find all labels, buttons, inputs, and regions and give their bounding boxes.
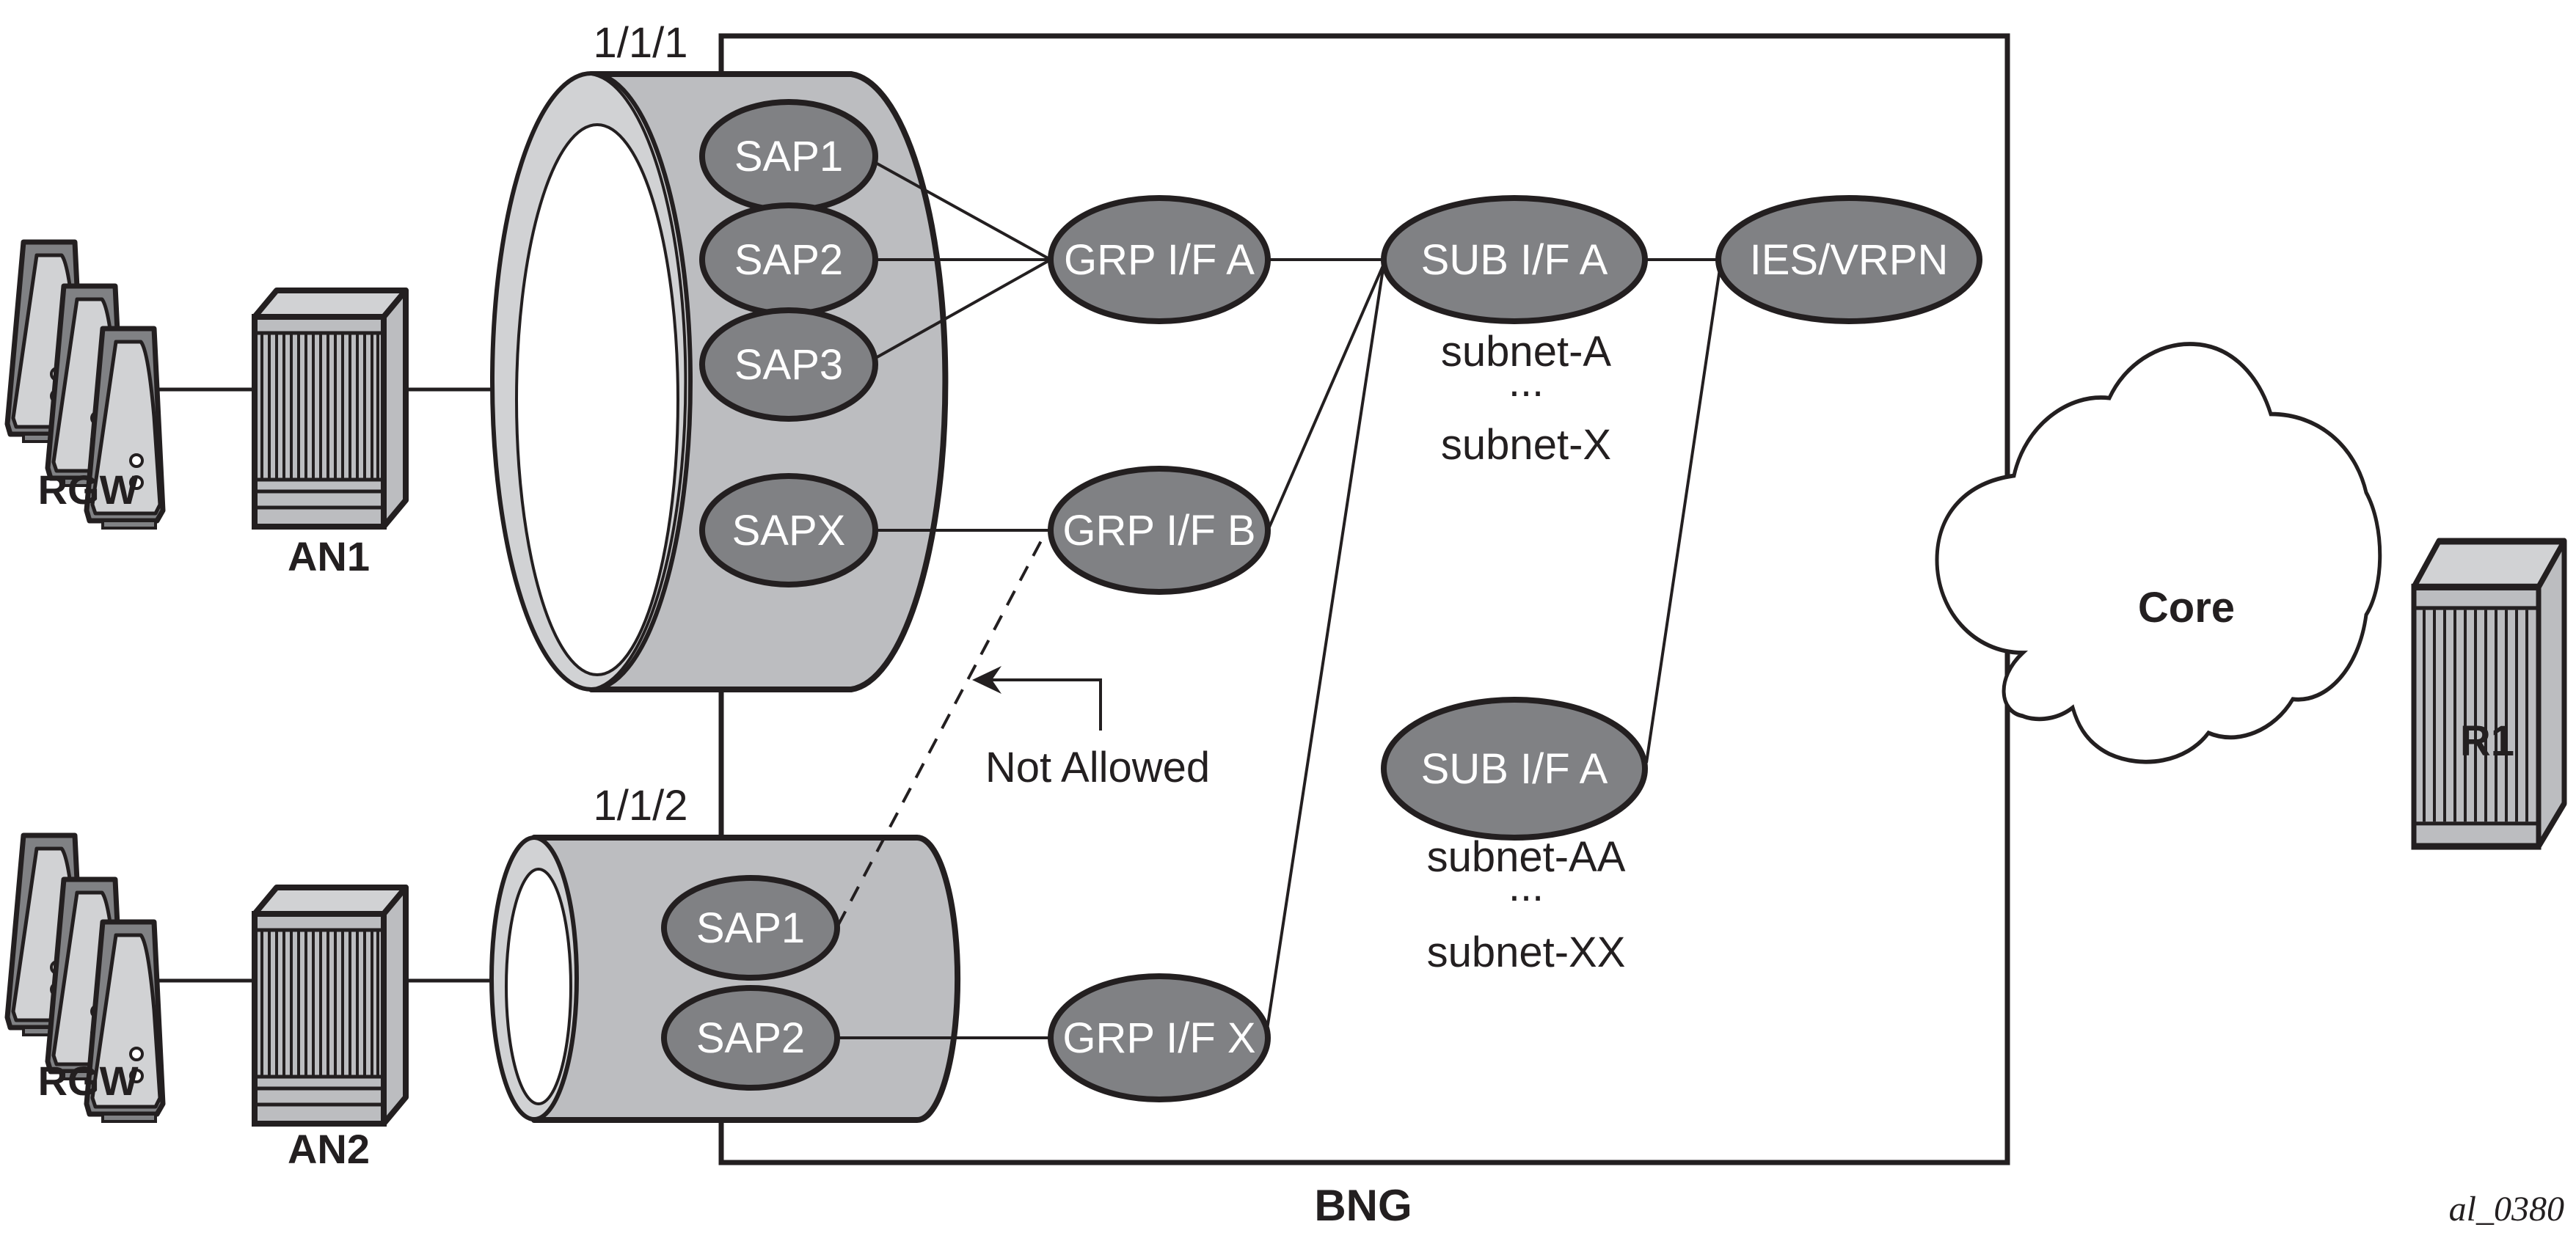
- sap-node-p2-sap1[interactable]: SAP1: [661, 875, 840, 981]
- an2-label: AN2: [288, 1126, 370, 1172]
- group-interface-b[interactable]: GRP I/F B: [1048, 466, 1271, 595]
- sap-node-p1-sap1[interactable]: SAP1: [699, 99, 878, 213]
- subnet-label: subnet-XX: [1427, 929, 1626, 976]
- subscriber-interface-2[interactable]: SUB I/F A: [1381, 697, 1648, 841]
- subscriber-interface-label: SUB I/F A: [1421, 745, 1608, 793]
- port-label-1-1-1: 1/1/1: [594, 19, 688, 67]
- conn-subaa-ies: [1645, 263, 1722, 764]
- subnet-label: subnet-AA: [1427, 833, 1626, 881]
- group-interface-a[interactable]: GRP I/F A: [1048, 195, 1271, 324]
- service-ies-vrpn[interactable]: IES/VRPN: [1715, 195, 1982, 324]
- conn-sap1-grpa: [872, 160, 1051, 261]
- conn-grpb-suba: [1265, 263, 1385, 535]
- not-allowed-callout: [972, 666, 1102, 731]
- subscriber-interface-1[interactable]: SUB I/F A: [1381, 195, 1648, 324]
- an1-label: AN1: [288, 533, 370, 579]
- group-interface-label: GRP I/F A: [1064, 236, 1255, 284]
- subnet-ellipsis: ...: [1508, 863, 1544, 910]
- bng-label: BNG: [1314, 1181, 1412, 1230]
- sap-label: SAP1: [696, 904, 805, 952]
- service-label: IES/VRPN: [1750, 236, 1949, 284]
- group-interface-x[interactable]: GRP I/F X: [1048, 973, 1271, 1102]
- not-allowed-label: Not Allowed: [985, 744, 1210, 791]
- sap-node-p2-sap2[interactable]: SAP2: [661, 985, 840, 1091]
- subscriber-interface-label: SUB I/F A: [1421, 236, 1608, 284]
- access-node-icon-an2: [255, 887, 406, 1124]
- conn-grpx-suba: [1265, 263, 1385, 1035]
- r1-label: R1: [2460, 717, 2514, 765]
- router-icon-r1: [2411, 538, 2567, 850]
- core-cloud-icon: [1935, 342, 2382, 764]
- sap-node-p1-sapx[interactable]: SAPX: [699, 473, 878, 587]
- subnet-label: subnet-A: [1441, 328, 1611, 376]
- access-node-icon-an1: [255, 290, 406, 527]
- sap-label: SAP2: [734, 236, 843, 284]
- sap-label: SAPX: [732, 507, 846, 554]
- conn-sap3-grpa: [872, 258, 1051, 361]
- rgw-label-1: RGW: [38, 466, 139, 513]
- sap-label: SAP1: [734, 133, 843, 180]
- sap-label: SAP3: [734, 341, 843, 389]
- rgw-label-2: RGW: [38, 1058, 139, 1104]
- conn-not-allowed-dashed: [836, 533, 1046, 926]
- group-interface-label: GRP I/F X: [1062, 1014, 1255, 1062]
- sap-node-p1-sap2[interactable]: SAP2: [699, 202, 878, 317]
- arrowhead-icon: [972, 666, 1001, 694]
- subnet-label: subnet-X: [1441, 421, 1611, 469]
- sap-node-p1-sap3[interactable]: SAP3: [699, 307, 878, 422]
- connections: [833, 160, 1722, 1039]
- sap-label: SAP2: [696, 1014, 805, 1062]
- group-interface-label: GRP I/F B: [1062, 507, 1255, 554]
- figure-id: al_0380: [2449, 1190, 2564, 1229]
- subnet-ellipsis: ...: [1508, 358, 1544, 406]
- port-label-1-1-2: 1/1/2: [594, 782, 688, 830]
- core-label: Core: [2138, 584, 2235, 632]
